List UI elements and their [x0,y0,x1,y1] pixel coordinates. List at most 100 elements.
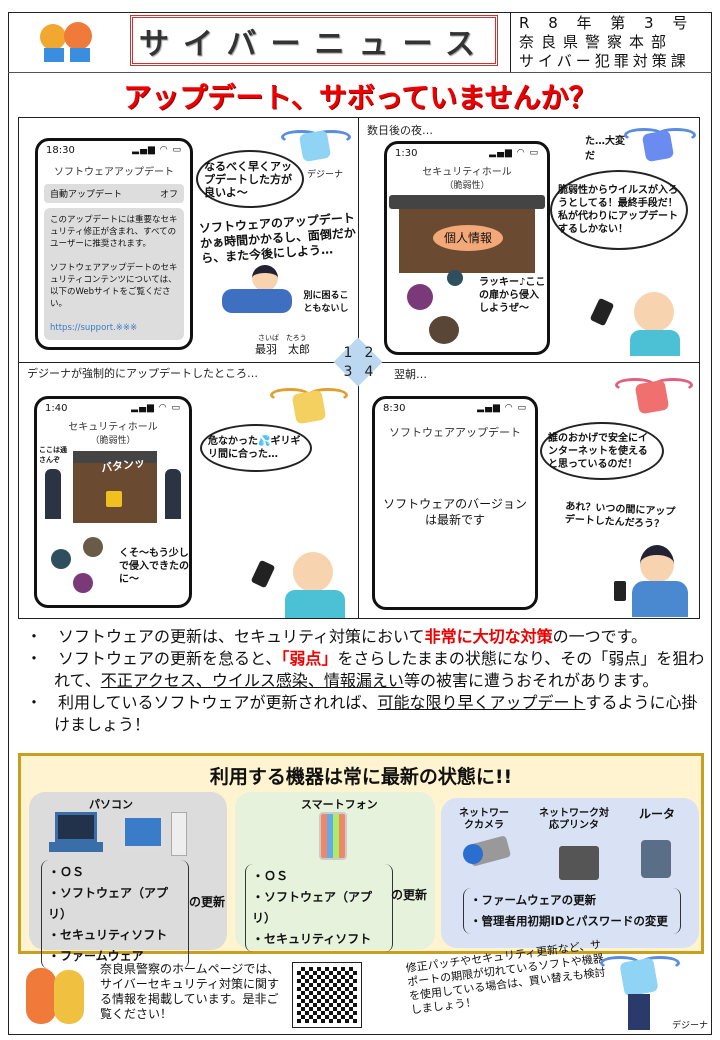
organization: 奈良県警察本部 [519,33,674,51]
digina-mascot [600,950,680,1032]
mascot-speech: た…大変だ [585,136,625,162]
text-segment: ・ ソフトウェアの更新は、セキュリティ対策において [26,627,425,646]
pc-label: パソコン [89,798,133,811]
virus-icon [407,284,433,310]
text-segment: 「弱点」 [281,649,338,668]
printer-icon [559,846,599,880]
signal-wifi-battery-icon: ▂▄▆ ◠ ▭ [132,145,182,155]
text-segment: の一つです。 [552,627,647,646]
speech-bubble: 誰のおかげで安全にインターネットを使えると思っているのだ！ [540,422,664,480]
digina-mascot [270,380,350,430]
digina-mascot [281,122,351,167]
pc-box: パソコン ・ＯＳ・ソフトウェア（アプリ）・セキュリティソフト・ファームウェア の… [29,792,227,969]
locked-gate-image [73,451,157,523]
guard-figure [45,469,61,519]
virus-speech: ラッキー♪ここの扉から侵入しようぜ～ [479,277,546,314]
open-gate-image: 個人情報 [389,195,545,275]
list-item: ・ファームウェアの更新 [470,893,597,907]
list-item: ・管理者用初期IDとパスワードの変更 [470,914,668,928]
phone-time: 8:30 [383,403,406,414]
smartphone-update-list: ・ＯＳ ・ソフトウェア（アプリ） ・セキュリティソフト [245,864,393,952]
divider [8,72,712,73]
name-ruby: さいば たろう [258,334,307,342]
page-frame [8,12,712,1035]
smartphone-update-suffix: の更新 [391,888,428,902]
phone-time: 1:30 [395,148,418,159]
text-segment: ・ ソフトウェアの更新を怠ると、 [26,649,282,668]
headline: アップデート、サボっていませんか？ [123,81,597,114]
network-camera-label: ネットワークカメラ [459,808,509,831]
speech-bubble: 危なかった💦ギリギリ間に合った… [200,424,312,472]
auto-update-value: オフ [159,190,178,200]
text-segment: するように心掛けましょう！ [54,693,698,734]
newsletter-title: サイバーニュース [130,15,498,66]
mascot-name: デジーナ [307,170,344,180]
speech-bubble: 脆弱性からウイルスが入ろうとしてる！最終手段だ！私が代わりにアップデートするしか… [550,170,688,250]
list-item: ・セキュリティソフト [252,932,372,946]
text-segment: 可能な限り早くアップデート [377,693,586,712]
network-printer-label: ネットワーク対応プリンタ [539,808,609,831]
phone-screen: 18:30▂▄▆ ◠ ▭ ソフトウェアアップデート 自動アップデートオフ このア… [35,138,193,350]
digina-mascot [624,120,696,170]
bullet-point: ・ 利用しているソフトウェアが更新されれば、可能な限り早くアップデートするように… [26,692,706,736]
character-name: 最羽 太郎 [255,343,310,356]
auto-update-label: 自動アップデート [50,190,123,200]
signal-wifi-battery-icon: ▂▄▆ ◠ ▭ [489,148,539,158]
boy-character [222,265,297,325]
notice-text: ソフトウェアアップデートのセキュリティコンテンツについては、以下のWebサイトを… [50,263,178,309]
phone-time: 1:40 [45,403,68,414]
laptop-icon [55,812,97,842]
smartphone-icon [319,812,347,860]
version-message: ソフトウェアのバージョンは最新です [383,497,527,527]
guard-figure [165,469,181,519]
router-label: ルータ [638,807,675,821]
virus-icon [447,270,463,286]
virus-icon [73,573,93,593]
virus-icon [429,316,459,344]
phone-screen: 8:30 ▂▄▆ ◠ ▭ ソフトウェアアップデート ソフトウェアのバージョンは最新… [372,396,538,610]
digina-mascot [615,370,695,420]
police-mascots [24,962,88,1026]
key-points: ・ ソフトウェアの更新は、セキュリティ対策において非常に大切な対策の一つです。 … [26,626,706,736]
comic-strip [18,117,700,619]
speech-bubble: なるべく早くアップデートした方が良いよ～ [196,150,304,208]
list-item: ・ソフトウェア（アプリ） [48,886,169,921]
devices-title: 利用する機器は常に最新の状態に!! [209,766,513,788]
panel-number-3: 3 [343,364,353,380]
list-item: ・ソフトウェア（アプリ） [252,890,373,925]
phone-subtitle: （脆弱性） [444,181,490,191]
padlock-icon [106,491,122,507]
mascot-logo [38,18,98,68]
camera-lens [463,844,483,864]
aside-text: 別に困ることもないし [303,291,349,314]
boy-character [614,545,688,617]
update-notice: このアップデートには重要なセキュリティ修正が含まれ、すべてのユーザーに推奨されま… [44,208,184,340]
smartphone-box: スマートフォン ・ＯＳ ・ソフトウェア（アプリ） ・セキュリティソフト の更新 [235,792,435,952]
bullet-point: ・ ソフトウェアの更新は、セキュリティ対策において非常に大切な対策の一つです。 [26,626,706,648]
homepage-notice: 奈良県警察のホームページでは、サイバーセキュリティ対策に関する情報を掲載していま… [100,962,280,1021]
pc-update-list: ・ＯＳ・ソフトウェア（アプリ）・セキュリティソフト・ファームウェア [41,860,189,969]
virus-speech: くそ～もう少しで侵入できたのに～ [119,548,189,585]
iot-box: ネットワークカメラ ネットワーク対応プリンタ ルータ ・ファームウェアの更新・管… [441,798,699,948]
phone-time: 18:30 [46,145,75,156]
iot-update-list: ・ファームウェアの更新・管理者用初期IDとパスワードの変更 [463,888,681,934]
signal-wifi-battery-icon: ▂▄▆ ◠ ▭ [477,403,527,413]
laptop-keyboard [49,842,103,852]
smartphone-label: スマートフォン [301,798,378,811]
text-segment: 等の被害に遭うおそれがあります。 [403,671,659,690]
bullet-point: ・ ソフトウェアの更新を怠ると、「弱点」をさらしたままの状態になり、その「弱点」… [26,648,706,692]
support-link[interactable]: https://support.※※※ [50,323,138,333]
panel-number-2: 2 [364,345,374,361]
notice-text: このアップデートには重要なセキュリティ修正が含まれ、すべてのユーザーに推奨されま… [50,215,178,249]
panel-caption: 翌朝… [394,368,427,381]
qr-code[interactable] [292,962,362,1028]
phone-title: ソフトウェアアップデート [389,426,521,439]
phone-screen: 1:40▂▄▆ ◠ ▭ セキュリティホール （脆弱性） ここは通さんぞ バタンッ… [34,396,192,608]
list-item: ・ＯＳ [252,869,289,883]
sleeping-boy [630,292,680,358]
text-segment: 不正アクセス、ウイルス感染、情報漏えい [100,671,404,690]
panel-caption: 数日後の夜… [367,124,433,137]
signal-wifi-battery-icon: ▂▄▆ ◠ ▭ [131,403,181,413]
virus-icon [83,537,103,557]
text-segment: をさらしたままの状態になり、その「弱点」を狙われて、 [54,649,705,690]
